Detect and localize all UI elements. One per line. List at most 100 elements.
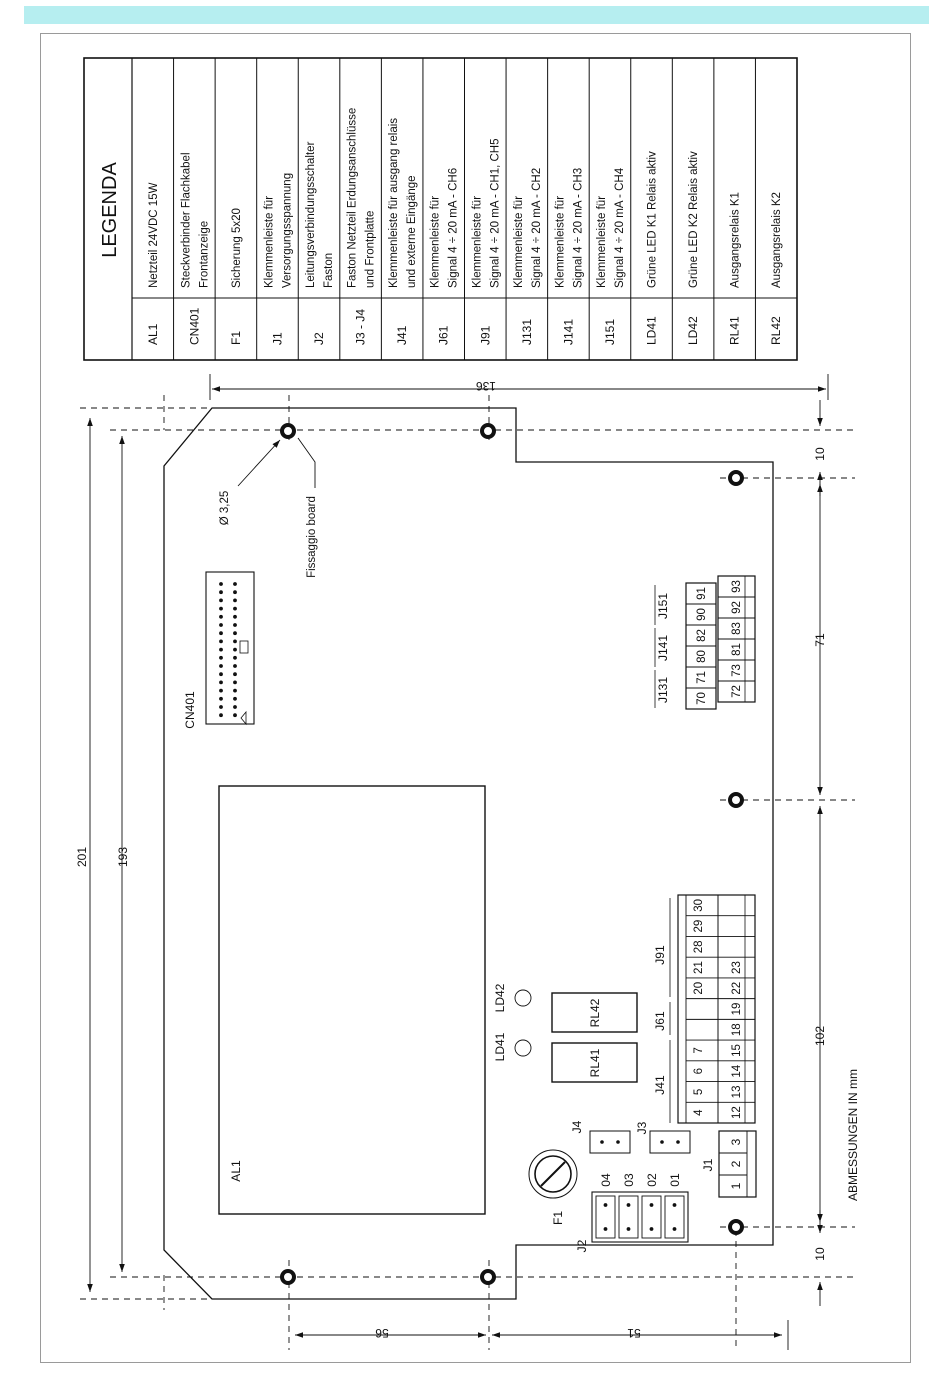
legend-code: F1: [229, 331, 243, 345]
j2-pin-label: 01: [668, 1173, 682, 1187]
legend-code: LD42: [686, 316, 700, 345]
j3-body: [649, 1130, 691, 1154]
mount-hole-4: [728, 792, 744, 808]
dimension-labels: 136 201 193 10 71 102 10 56 51 ABMESSUNG…: [75, 379, 860, 1340]
legend-code: AL1: [146, 323, 160, 345]
strip-right-top-pin: 71: [696, 671, 708, 684]
strip-left-top-pin: 29: [693, 920, 705, 933]
rl41-relay: [551, 1042, 638, 1083]
j1-label: J1: [701, 1158, 715, 1171]
strip-left-top-pin: 20: [693, 982, 705, 995]
j3-label: J3: [635, 1121, 649, 1134]
cn401-pin: [219, 606, 223, 611]
f1-fuse: [528, 1149, 578, 1199]
legend-code: J1: [270, 332, 284, 345]
j1-pin-label: 1: [729, 1182, 743, 1189]
cn401-pin: [219, 631, 223, 636]
dim-10b-label: 10: [813, 1247, 827, 1261]
strip-right-bottom-pin: 83: [731, 622, 743, 635]
mount-label: Fissaggio board: [306, 496, 318, 578]
legend-code: RL42: [769, 316, 783, 345]
legend-code: LD41: [645, 316, 659, 345]
cn401-pin: [233, 614, 237, 619]
j2-pin-dot: [672, 1227, 677, 1231]
strip-right-bottom-pin: 93: [731, 580, 743, 593]
legend-description: Sicherung 5x20: [231, 208, 243, 288]
f1-outer: [528, 1149, 578, 1199]
j2-pin-dot: [603, 1203, 608, 1207]
legend-border: [83, 57, 798, 361]
legend-title: LEGENDA: [99, 162, 121, 258]
hole-diameter-label: Ø 3,25: [219, 491, 231, 526]
strip-left-top-pin: 30: [693, 899, 705, 912]
units-note: ABMESSUNGEN IN mm: [846, 1069, 860, 1201]
hole-callout-arrow: [237, 439, 281, 487]
cn401-connector: [205, 571, 255, 726]
mount-hole-2: [480, 423, 496, 439]
mount-callout-line: [297, 437, 316, 488]
legend-description: Netzteil 24VDC 15W: [148, 182, 160, 288]
f1-slot: [540, 1161, 566, 1187]
j4-pin-a: [600, 1140, 604, 1144]
j2-pin-dot: [626, 1203, 631, 1207]
legend-description: Klemmenleiste für: [513, 196, 525, 288]
cn401-body: [205, 571, 255, 725]
strip-left-top-pin: 5: [693, 1089, 705, 1095]
strip-right-top-pin: 70: [696, 692, 708, 705]
cn401-pin: [233, 655, 237, 660]
ld41-led: [514, 1039, 532, 1057]
j2-cells: [595, 1195, 685, 1239]
cn401-pin: [219, 590, 223, 595]
legend-description: Grüne LED K2 Relais aktiv: [688, 151, 700, 288]
cn401-key: [239, 640, 249, 654]
j4-faston: [589, 1130, 631, 1154]
legend-code: J3 - J4: [354, 309, 368, 345]
strip-left-body: [677, 894, 756, 1124]
cn401-pin: [233, 672, 237, 677]
j2-pin-dot: [626, 1227, 631, 1231]
strip-left-bottom-pin: 13: [731, 1086, 743, 1099]
j131-label: J131: [656, 677, 670, 703]
j4-label: J4: [570, 1120, 584, 1133]
dim-201-label: 201: [75, 847, 89, 867]
legend-description: Leitungsverbindungsschalter: [305, 141, 317, 288]
legend-description: Signal 4 ÷ 20 mA - CH3: [572, 168, 584, 288]
j2-pin-label: 04: [599, 1173, 613, 1187]
ld42-led: [514, 989, 532, 1007]
strip-left-bottom-pin: 12: [731, 1106, 743, 1119]
legend-description: Signal 4 ÷ 20 mA - CH1, CH5: [489, 139, 501, 288]
cn401-pin: [233, 705, 237, 709]
j3-faston: [649, 1130, 691, 1154]
cn401-pin: [233, 680, 237, 685]
cn401-label: CN401: [183, 691, 197, 729]
j2-pin-dot: [672, 1203, 677, 1207]
j2-pin-label: 03: [622, 1173, 636, 1187]
legend-description: Frontanzeige: [198, 221, 210, 288]
j3-pin-b: [676, 1140, 680, 1144]
cn401-pin: [233, 688, 237, 693]
legend-code: J141: [561, 319, 575, 345]
mount-hole-6: [280, 1269, 296, 1285]
cn401-pin: [219, 688, 223, 693]
dimension-lines: [80, 374, 855, 1350]
strip-left-top-pin: 28: [693, 940, 705, 953]
j4-body: [589, 1130, 631, 1154]
j91-label: J91: [653, 945, 667, 965]
rl42-relay: [551, 992, 638, 1033]
cn401-pin: [233, 606, 237, 611]
rl41-label: RL41: [588, 1048, 602, 1077]
j61-label: J61: [653, 1011, 667, 1031]
mount-hole-3: [728, 470, 744, 486]
cn401-pin: [219, 582, 223, 586]
j1-body: [718, 1130, 757, 1198]
strip-right-bottom-pin: 73: [731, 664, 743, 677]
strip-right-top-pin: 82: [696, 629, 708, 642]
dim-51-label: 51: [627, 1326, 641, 1340]
cn401-pin: [219, 696, 223, 701]
cn401-pin: [219, 680, 223, 685]
cn401-pin: [219, 705, 223, 709]
legend-code: CN401: [187, 307, 201, 345]
j1-pin-label: 3: [729, 1138, 743, 1145]
